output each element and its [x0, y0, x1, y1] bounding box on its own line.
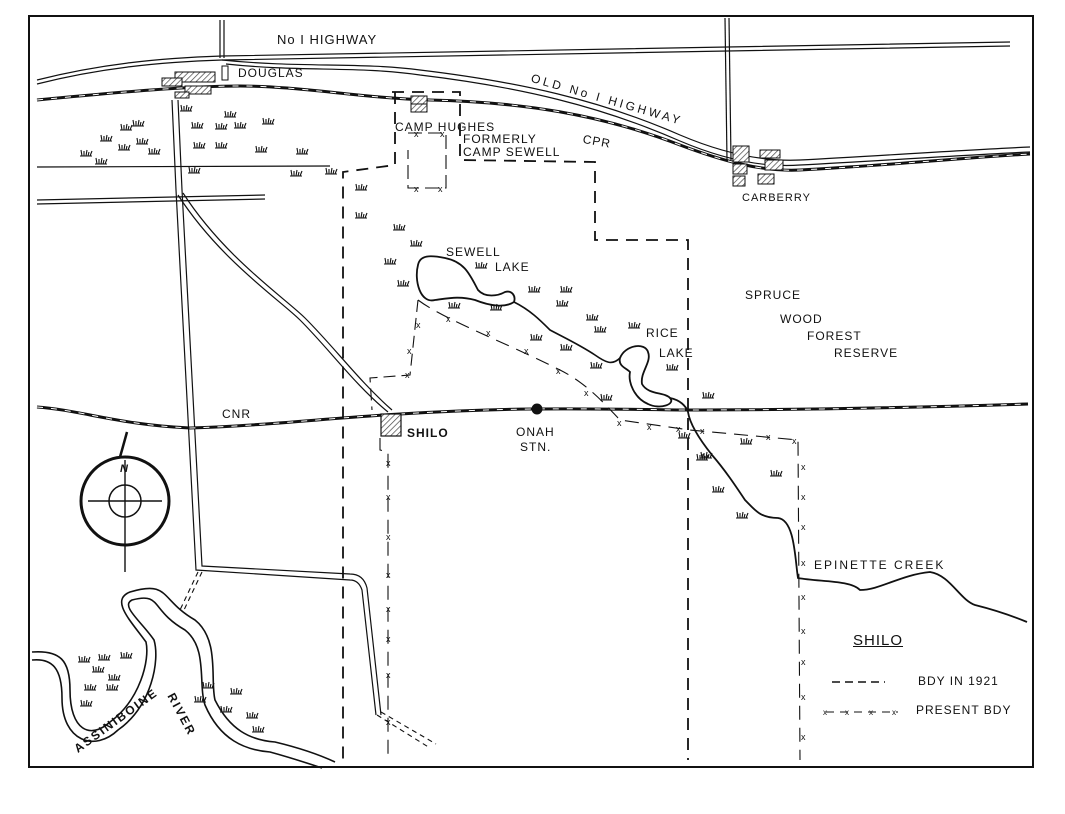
carberry-town-icon	[732, 145, 784, 187]
label-spruce: SPRUCE	[745, 288, 802, 302]
douglas-town-icon	[161, 65, 229, 99]
label-rice: RICE	[646, 326, 679, 340]
svg-text:x: x	[792, 436, 797, 446]
svg-text:x: x	[524, 346, 529, 356]
no1-highway	[36, 41, 1011, 85]
label-stn: STN.	[520, 440, 552, 454]
marsh-grass-symbols	[77, 104, 783, 733]
label-carberry: CARBERRY	[742, 192, 811, 204]
svg-text:x: x	[700, 426, 705, 436]
road-east-west	[36, 165, 331, 205]
label-reserve: RESERVE	[834, 346, 899, 360]
map-frame	[28, 15, 1034, 768]
svg-text:x: x	[801, 626, 806, 636]
onah-station-icon	[531, 403, 543, 415]
legend-label-bdy-1921: BDY IN 1921	[918, 674, 999, 688]
label-compass-north: N	[120, 463, 129, 475]
svg-text:x: x	[801, 732, 806, 742]
svg-text:x: x	[386, 458, 391, 468]
svg-text:x: x	[386, 717, 391, 727]
road-douglas-north	[219, 20, 225, 58]
svg-text:x: x	[414, 129, 419, 139]
boundary-x-markers: x x x x x x x x x x x x x x x x x x x x x x x x x x x x x x x x x x x	[386, 129, 806, 742]
svg-text:x: x	[845, 708, 849, 717]
label-camp-hughes: CAMP HUGHES	[395, 120, 496, 134]
label-no1-highway: No I HIGHWAY	[277, 32, 378, 47]
sewell-lake	[415, 255, 516, 307]
svg-text:x: x	[440, 129, 445, 139]
label-douglas: DOUGLAS	[238, 66, 304, 80]
svg-text:x: x	[386, 634, 391, 644]
label-sewell: SEWELL	[446, 245, 501, 259]
svg-text:x: x	[801, 558, 806, 568]
svg-text:x: x	[766, 432, 771, 442]
svg-text:x: x	[892, 708, 896, 717]
label-epinette-creek: EPINETTE CREEK	[814, 558, 946, 572]
epinette-creek	[669, 397, 1028, 623]
svg-text:x: x	[405, 370, 410, 380]
label-sewell-lake: LAKE	[495, 260, 530, 274]
assiniboine-river	[31, 587, 336, 769]
svg-text:x: x	[407, 346, 412, 356]
svg-text:x: x	[801, 692, 806, 702]
svg-text:x: x	[386, 670, 391, 680]
svg-text:x: x	[676, 424, 681, 434]
label-forest: FOREST	[807, 329, 862, 343]
svg-text:x: x	[869, 708, 873, 717]
creek-sewell-rice	[513, 301, 621, 364]
shilo-town-icon	[380, 413, 402, 437]
road-douglas-south	[171, 99, 382, 716]
label-cnr: CNR	[222, 407, 251, 421]
legend-title: SHILO	[853, 632, 904, 649]
svg-text:x: x	[617, 418, 622, 428]
old-no1-highway	[221, 59, 1031, 167]
svg-text:x: x	[486, 328, 491, 338]
svg-text:x: x	[438, 184, 443, 194]
svg-text:x: x	[801, 522, 806, 532]
label-shilo-town: SHILO	[407, 426, 449, 440]
svg-text:x: x	[801, 592, 806, 602]
label-formerly: FORMERLY	[463, 132, 537, 146]
svg-text:x: x	[446, 314, 451, 324]
label-wood: WOOD	[780, 312, 823, 326]
boundary-present	[369, 132, 801, 761]
svg-text:x: x	[647, 422, 652, 432]
label-camp-sewell: CAMP SEWELL	[463, 145, 561, 159]
label-rice-lake: LAKE	[659, 346, 694, 360]
svg-text:x: x	[801, 492, 806, 502]
legend-label-present-bdy: PRESENT BDY	[916, 703, 1012, 717]
compass-rose-icon	[79, 431, 171, 572]
svg-text:x: x	[386, 604, 391, 614]
boundary-1921	[342, 91, 689, 760]
road-carberry-north	[724, 17, 732, 161]
camp-hughes-icon	[410, 95, 428, 113]
road-to-shilo	[177, 192, 393, 413]
svg-text:x: x	[823, 708, 827, 717]
svg-text:x: x	[801, 657, 806, 667]
svg-text:x: x	[584, 388, 589, 398]
svg-text:x: x	[386, 532, 391, 542]
svg-text:x: x	[801, 462, 806, 472]
svg-text:x: x	[386, 570, 391, 580]
trail-tracks	[179, 571, 437, 749]
svg-text:x: x	[556, 366, 561, 376]
svg-text:x: x	[386, 492, 391, 502]
label-onah: ONAH	[516, 425, 555, 439]
svg-text:x: x	[414, 184, 419, 194]
svg-text:x: x	[416, 320, 421, 330]
